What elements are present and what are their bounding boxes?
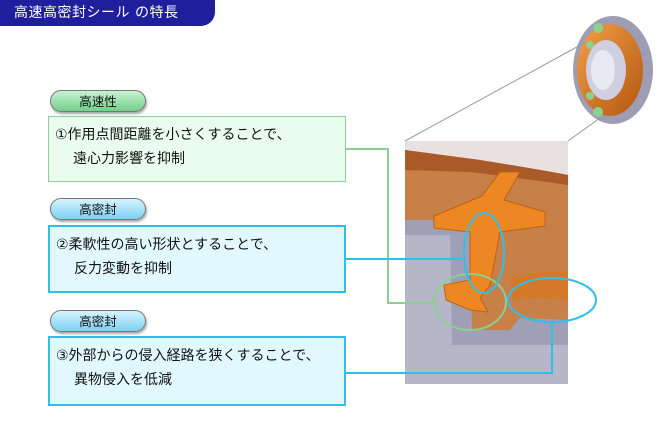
feature-tag-high-seal-2: 高密封 — [50, 310, 146, 332]
feature-tag-high-seal-1: 高密封 — [50, 198, 146, 220]
bearing-thumbnail — [573, 16, 653, 124]
connector-feature-3 — [346, 322, 553, 374]
feature-box-2: ②柔軟性の高い形状とすることで、 反力変動を抑制 — [48, 225, 346, 293]
feature-box-3: ③外部からの侵入経路を狭くすることで、 異物侵入を低減 — [48, 336, 346, 406]
projection-line-bottom — [567, 117, 601, 142]
highlight-feature-1 — [433, 273, 507, 331]
feature-2-line2: 反力変動を抑制 — [74, 261, 172, 277]
connector-feature-1 — [346, 148, 437, 304]
feature-2-line1: ②柔軟性の高い形状とすることで、 — [56, 237, 278, 253]
page-title: 高速高密封シール の特長 — [0, 0, 215, 26]
highlight-feature-2 — [463, 212, 505, 294]
feature-3-line1: ③外部からの侵入経路を狭くすることで、 — [56, 348, 320, 364]
projection-line-top — [404, 41, 587, 142]
feature-box-1: ①作用点間距離を小さくすることで、 遠心力影響を抑制 — [48, 116, 346, 182]
feature-3-line2: 異物侵入を低減 — [74, 372, 172, 388]
feature-1-line1: ①作用点間距離を小さくすることで、 — [55, 127, 291, 143]
feature-tag-high-speed: 高速性 — [50, 90, 146, 112]
highlight-feature-3 — [507, 277, 597, 323]
seal-cross-section — [405, 141, 568, 384]
feature-1-line2: 遠心力影響を抑制 — [73, 151, 185, 167]
